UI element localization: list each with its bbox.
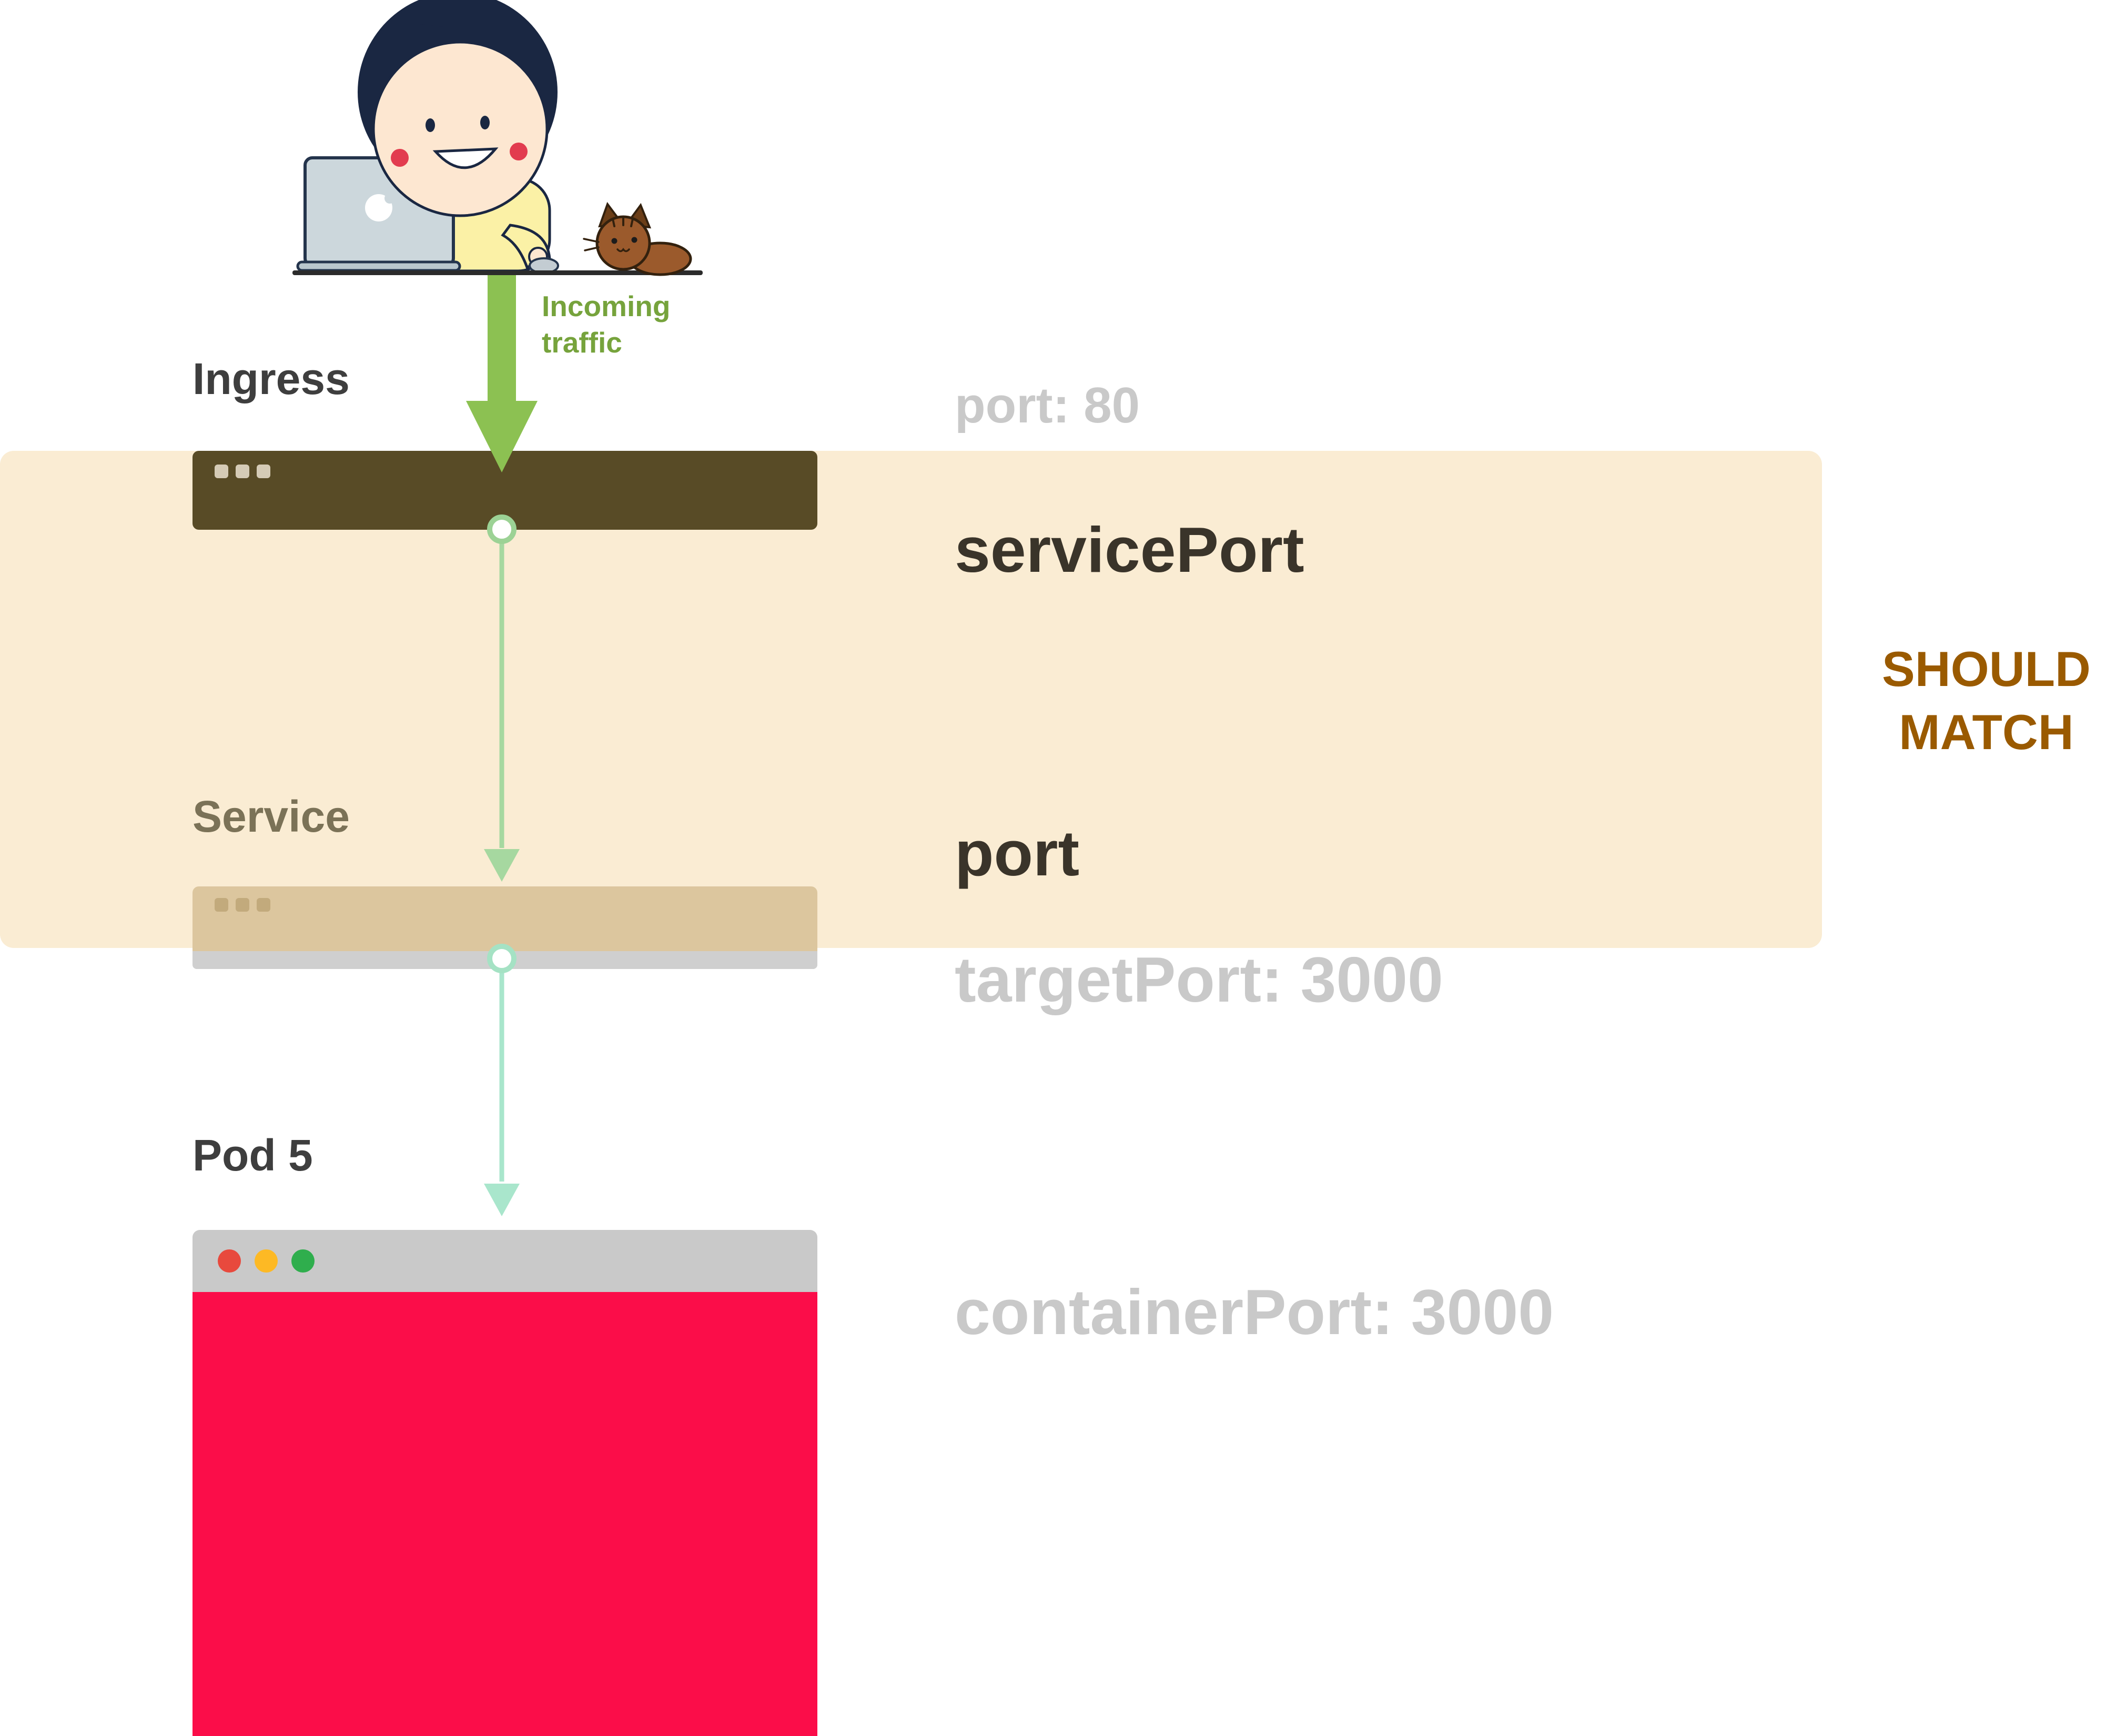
- pod-label: Pod 5: [193, 1131, 313, 1180]
- person-head: [358, 0, 558, 217]
- incoming-traffic-arrow-icon: [466, 274, 538, 472]
- pod-window-body: [193, 1292, 817, 1736]
- window-dots-icon: [215, 465, 270, 478]
- cat-illustration: [583, 201, 692, 276]
- service-bar: [193, 886, 817, 951]
- target-port-text: targetPort: 3000: [955, 944, 1443, 1015]
- window-dots-icon: [215, 898, 270, 912]
- service-bar-base: [193, 951, 817, 969]
- ingress-bar: [193, 451, 817, 530]
- service-port-text: servicePort: [955, 514, 1304, 586]
- should-match-highlight-band: [0, 451, 1822, 948]
- traffic-light-green-icon: [291, 1249, 315, 1273]
- person-with-laptop-illustration: [292, 0, 703, 276]
- ingress-label: Ingress: [193, 354, 350, 403]
- pod-window-titlebar: [193, 1230, 817, 1292]
- traffic-light-yellow-icon: [255, 1249, 278, 1273]
- traffic-light-red-icon: [218, 1249, 241, 1273]
- service-to-pod-connector: [484, 944, 520, 1216]
- should-match-text: SHOULD MATCH: [1882, 641, 2091, 760]
- container-port-text: containerPort: 3000: [955, 1276, 1554, 1348]
- pod-window: [193, 1230, 817, 1736]
- service-label: Service: [193, 792, 350, 841]
- port-text: port: [955, 817, 1080, 889]
- incoming-traffic-label: Incoming traffic: [542, 290, 671, 359]
- ingress-port-text: port: 80: [955, 377, 1140, 433]
- desk-line: [292, 270, 703, 275]
